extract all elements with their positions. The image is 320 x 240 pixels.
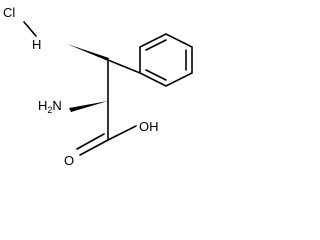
carbonyl-oxygen-label: O <box>64 153 74 168</box>
carbonyl-bond-2 <box>76 133 105 150</box>
amine-label: H2N <box>38 98 62 115</box>
h-cl-bond <box>23 21 37 37</box>
c-oh-bond <box>107 125 137 141</box>
chlorine-label: Cl <box>3 5 15 20</box>
methyl-wedge-bond <box>67 44 109 61</box>
hydrogen-label: H <box>32 37 41 52</box>
chemical-structure: Cl H H2N OH O <box>3 5 193 168</box>
phenyl-double-bond-3 <box>145 69 167 81</box>
hydroxyl-label: OH <box>139 119 159 134</box>
phenyl-ring <box>139 33 193 87</box>
carbonyl-bond-1 <box>79 139 109 156</box>
amine-wedge-bond <box>69 101 108 112</box>
phenyl-double-bond-1 <box>145 39 167 51</box>
c3-phenyl-bond <box>107 59 141 74</box>
